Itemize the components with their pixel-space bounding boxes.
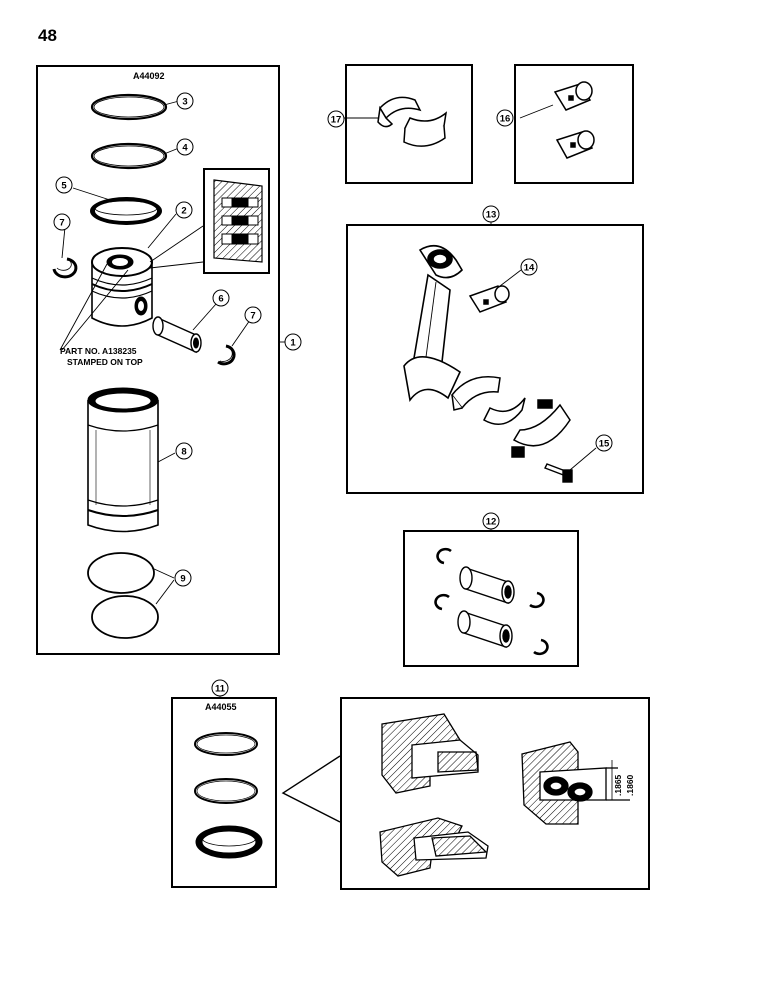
callout-11: 11 [211, 679, 229, 697]
piston-pin [152, 316, 202, 354]
rod-bearing-shells [451, 376, 526, 425]
oil-control-ring [90, 197, 162, 225]
replacement-ring-set [194, 732, 263, 859]
cylinder-sleeve [87, 387, 159, 533]
compression-ring-second [90, 142, 168, 170]
callout-17: 17 [327, 110, 345, 128]
sleeve-seal-ring-upper [87, 552, 155, 594]
dimension-upper: .1865 [613, 774, 623, 796]
rod-bolt [544, 463, 573, 483]
connecting-rod [403, 244, 464, 402]
callout-4: 4 [176, 138, 194, 156]
ring-groove-inset [203, 168, 270, 274]
callout-7b: 7 [244, 306, 262, 324]
piston-kit-box [36, 65, 280, 655]
spare-piston-pins [457, 566, 515, 648]
snap-ring-right [217, 344, 236, 366]
main-bearing-shells [377, 96, 448, 147]
svg-text:15: 15 [599, 439, 610, 450]
dimension-lower: .1860 [625, 774, 635, 796]
svg-text:12: 12 [486, 517, 497, 528]
ring-kit-box [171, 697, 277, 888]
callout-8: 8 [175, 442, 193, 460]
svg-text:5: 5 [61, 181, 67, 192]
svg-text:13: 13 [486, 210, 497, 221]
callout-15: 15 [595, 434, 613, 452]
svg-text:17: 17 [331, 115, 342, 126]
callout-1: 1 [284, 333, 302, 351]
page-number: 48 [38, 26, 57, 45]
piston-pin-box [403, 530, 579, 667]
snap-ring-left [52, 257, 78, 279]
ring-section-oil-groove [521, 741, 630, 825]
ring-section-top [381, 713, 479, 794]
svg-text:16: 16 [500, 114, 511, 125]
svg-text:9: 9 [180, 574, 185, 585]
ring-groove-detail [213, 179, 263, 263]
piston [91, 247, 153, 327]
svg-text:6: 6 [218, 294, 223, 305]
bushing-box [514, 64, 634, 184]
main-bearing-box [345, 64, 473, 184]
svg-text:3: 3 [182, 97, 187, 108]
svg-text:1: 1 [290, 338, 296, 349]
callout-16: 16 [496, 109, 514, 127]
connecting-rod-box [346, 224, 644, 494]
svg-text:8: 8 [181, 447, 186, 458]
svg-text:11: 11 [215, 684, 226, 695]
callout-6: 6 [212, 289, 230, 307]
callout-12: 12 [482, 512, 500, 530]
callout-14: 14 [520, 258, 538, 276]
callout-2: 2 [175, 201, 193, 219]
svg-text:2: 2 [181, 206, 186, 217]
rod-cap [511, 399, 571, 458]
callout-3: 3 [176, 92, 194, 110]
sleeve-seal-ring-lower [91, 595, 159, 639]
ring-detail-box [340, 697, 650, 890]
svg-text:7: 7 [59, 218, 64, 229]
callout-5: 5 [55, 176, 73, 194]
rod-small-end-bushing [468, 285, 510, 313]
part-number-callout: PART NO. A138235 STAMPED ON TOP [60, 346, 143, 368]
main-kit-label: A44092 [133, 71, 165, 81]
callout-7a: 7 [53, 213, 71, 231]
compression-ring-top [90, 93, 168, 121]
callout-13: 13 [482, 205, 500, 223]
svg-text:4: 4 [182, 143, 188, 154]
ring-section-bottom [379, 817, 489, 877]
svg-text:7: 7 [250, 311, 255, 322]
ring-kit-label: A44055 [205, 702, 237, 712]
svg-text:14: 14 [524, 263, 535, 274]
callout-line-1: PART NO. A138235 [60, 346, 137, 356]
rod-bushings [553, 81, 595, 159]
callout-9: 9 [174, 569, 192, 587]
spare-snap-rings [434, 547, 549, 656]
callout-markers: 1 2 3 4 5 6 7 7 8 9 11 12 13 14 15 16 17 [53, 92, 613, 697]
callout-line-2: STAMPED ON TOP [67, 357, 143, 367]
